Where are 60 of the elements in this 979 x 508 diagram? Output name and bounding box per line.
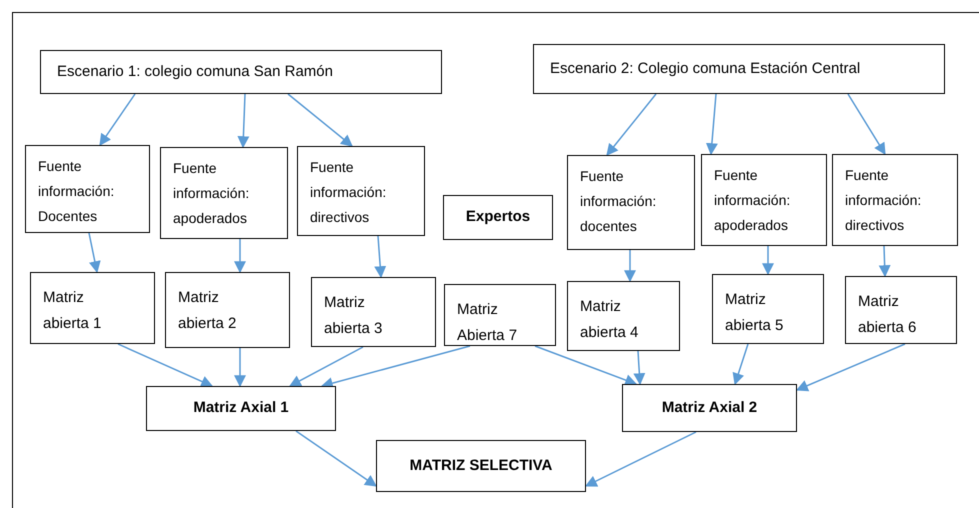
arrow (118, 343, 214, 388)
box-label: Matriz Axial 2 (662, 398, 758, 418)
box-label: Matriz Axial 1 (193, 398, 289, 418)
box-label: Matriz abierta 1 (43, 288, 102, 334)
box-label: Fuente información: directivos (845, 167, 922, 233)
box-label: Escenario 2: Colegio comuna Estación Central (550, 58, 860, 79)
arrow (534, 345, 638, 386)
box-label: Matriz abierta 2 (178, 288, 238, 334)
box-label: Matriz abierta 4 (580, 297, 640, 343)
arrow (847, 94, 886, 156)
box-label: Expertos (466, 207, 530, 228)
arrow (234, 239, 246, 274)
box-label: Fuente información: directivos (310, 159, 386, 225)
box-label: Fuente información: apoderados (173, 160, 250, 226)
box-label: Fuente información: docentes (580, 168, 656, 234)
arrow (320, 345, 470, 389)
arrow (624, 250, 636, 282)
process-box (567, 155, 695, 250)
process-box (25, 145, 150, 233)
arrow (288, 346, 364, 387)
process-box (701, 154, 827, 246)
process-box (622, 384, 797, 432)
process-box (146, 386, 336, 431)
arrow (88, 232, 101, 274)
process-box (567, 281, 680, 351)
arrow (374, 236, 386, 278)
process-box (376, 440, 586, 492)
process-box (30, 272, 155, 344)
arrow (706, 94, 718, 156)
process-box (832, 154, 958, 246)
arrow (878, 246, 891, 278)
arrow (99, 94, 136, 146)
process-box (40, 50, 442, 94)
box-label: Fuente información: Docentes (38, 158, 114, 224)
box-label: Fuente información: apoderados (714, 167, 790, 233)
arrow (237, 94, 250, 148)
process-box (444, 284, 556, 346)
box-label: Matriz abierta 5 (725, 290, 784, 336)
arrow (762, 246, 774, 276)
arrow (633, 350, 646, 386)
process-box (845, 276, 957, 344)
arrow (732, 344, 749, 386)
box-label: Matriz Abierta 7 (457, 300, 518, 346)
arrow (584, 431, 696, 487)
box-label: MATRIZ SELECTIVA (410, 456, 552, 476)
arrow (234, 348, 246, 388)
box-label: Matriz abierta 3 (324, 293, 384, 339)
process-box (712, 274, 824, 344)
process-box (297, 146, 425, 236)
arrow (288, 93, 353, 147)
box-label: Escenario 1: colegio comuna San Ramón (57, 62, 333, 82)
process-box (311, 277, 436, 347)
process-box (533, 44, 945, 94)
process-box (165, 272, 290, 348)
process-box (160, 147, 288, 239)
process-box (443, 195, 553, 240)
arrow (296, 430, 377, 487)
arrow (606, 94, 657, 156)
arrow (796, 343, 906, 392)
box-label: Matriz abierta 6 (858, 292, 918, 338)
